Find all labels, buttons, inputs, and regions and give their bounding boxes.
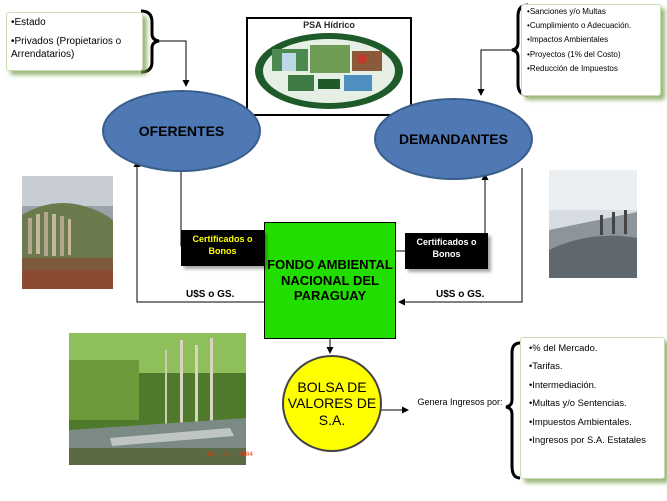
- bolsa-label: BOLSA DE VALORES DE S.A.: [287, 379, 377, 428]
- ingresos-item: Tarifas.: [521, 357, 664, 376]
- psa-hidrico-logo: PSA Hídrico: [246, 17, 412, 116]
- ingresos-list: % del Mercado. Tarifas. Intermediación. …: [521, 338, 664, 450]
- demandantes-list: Sanciones y/o Multas Cumplimiento o Adec…: [522, 5, 660, 76]
- ingresos-item: Ingresos por S.A. Estatales: [521, 431, 664, 450]
- river-forest-photo: [69, 333, 246, 465]
- fondo-label: FONDO AMBIENTAL NACIONAL DEL PARAGUAY: [267, 257, 393, 304]
- brace-to-oferentes-arrow: [159, 40, 190, 87]
- forest-cliff-photo: [22, 176, 113, 289]
- oferentes-node: OFERENTES: [102, 90, 261, 172]
- oferentes-item: Privados (Propietarios o Arrendatarios): [7, 32, 142, 64]
- certificados-left-label: Certificados o Bonos: [181, 230, 264, 266]
- psa-logo-title: PSA Hídrico: [303, 20, 355, 30]
- oferentes-brace: [140, 9, 160, 74]
- dam-photo: [549, 170, 637, 278]
- demandantes-item: Impactos Ambientales: [522, 33, 660, 47]
- certificados-right-label: Certificados o Bonos: [405, 233, 488, 269]
- brace-to-demandantes-arrow: [477, 49, 512, 96]
- ingresos-item: Intermediación.: [521, 375, 664, 394]
- oferentes-label: OFERENTES: [138, 123, 225, 139]
- demandantes-label: DEMANDANTES: [399, 131, 508, 147]
- ingresos-list-box: % del Mercado. Tarifas. Intermediación. …: [520, 337, 665, 479]
- demandantes-item: Reducción de Impuestos: [522, 62, 660, 76]
- demandantes-list-box: Sanciones y/o Multas Cumplimiento o Adec…: [521, 4, 661, 96]
- usd-left-label: U$S o GS.: [186, 289, 235, 300]
- demandantes-node: DEMANDANTES: [374, 98, 533, 180]
- demandantes-item: Proyectos (1% del Costo): [522, 48, 660, 62]
- oferentes-item: Estado: [7, 13, 142, 32]
- bolsa-de-valores-node: BOLSA DE VALORES DE S.A.: [282, 355, 382, 452]
- demandantes-item: Cumplimiento o Adecuación.: [522, 19, 660, 33]
- demandantes-to-fondo-arrow: [398, 168, 523, 306]
- ingresos-item: Multas y/o Sentencias.: [521, 394, 664, 413]
- genera-ingresos-label: Genera Ingresos por:: [417, 397, 503, 407]
- photo-date-stamp: 15 . 1 . 2004: [206, 451, 253, 458]
- fondo-ambiental-node: FONDO AMBIENTAL NACIONAL DEL PARAGUAY: [264, 222, 396, 339]
- oferentes-list-box: Estado Privados (Propietarios o Arrendat…: [6, 12, 143, 71]
- ingresos-brace: [505, 341, 521, 480]
- oferentes-list: Estado Privados (Propietarios o Arrendat…: [7, 13, 142, 64]
- usd-right-label: U$S o GS.: [436, 289, 485, 300]
- demandantes-item: Sanciones y/o Multas: [522, 5, 660, 19]
- ingresos-item: Impuestos Ambientales.: [521, 412, 664, 431]
- psa-logo-emblem: [255, 33, 403, 109]
- ingresos-item: % del Mercado.: [521, 338, 664, 357]
- fondo-to-oferentes-arrow: [133, 160, 264, 303]
